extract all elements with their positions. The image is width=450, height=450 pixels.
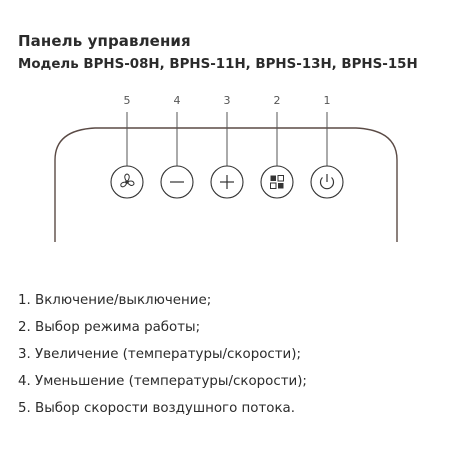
- button-number-1: 1: [324, 94, 331, 107]
- button-number-5: 5: [124, 94, 131, 107]
- panel-outline: [54, 127, 398, 242]
- increase-button[interactable]: [210, 165, 244, 199]
- button-number-3: 3: [224, 94, 231, 107]
- legend-item-3: 3. Увеличение (температуры/скорости);: [18, 347, 301, 362]
- fan-button[interactable]: [110, 165, 144, 199]
- page-title: Панель управления: [18, 32, 191, 50]
- mode-button[interactable]: [260, 165, 294, 199]
- model-subtitle: Модель BPHS-08H, BPHS-11H, BPHS-13H, BPH…: [18, 57, 418, 72]
- legend-item-1: 1. Включение/выключение;: [18, 293, 212, 308]
- decrease-button[interactable]: [160, 165, 194, 199]
- button-number-4: 4: [174, 94, 181, 107]
- button-legend: 1. Включение/выключение; 2. Выбор режима…: [18, 287, 307, 422]
- fan-icon: [120, 173, 135, 188]
- power-icon: [319, 174, 335, 190]
- legend-item-5: 5. Выбор скорости воздушного потока.: [18, 401, 296, 416]
- power-button[interactable]: [310, 165, 344, 199]
- button-number-2: 2: [274, 94, 281, 107]
- mode-icon: [270, 175, 284, 189]
- legend-item-4: 4. Уменьшение (температуры/скорости);: [18, 374, 307, 389]
- legend-item-2: 2. Выбор режима работы;: [18, 320, 201, 335]
- plus-icon: [220, 175, 234, 189]
